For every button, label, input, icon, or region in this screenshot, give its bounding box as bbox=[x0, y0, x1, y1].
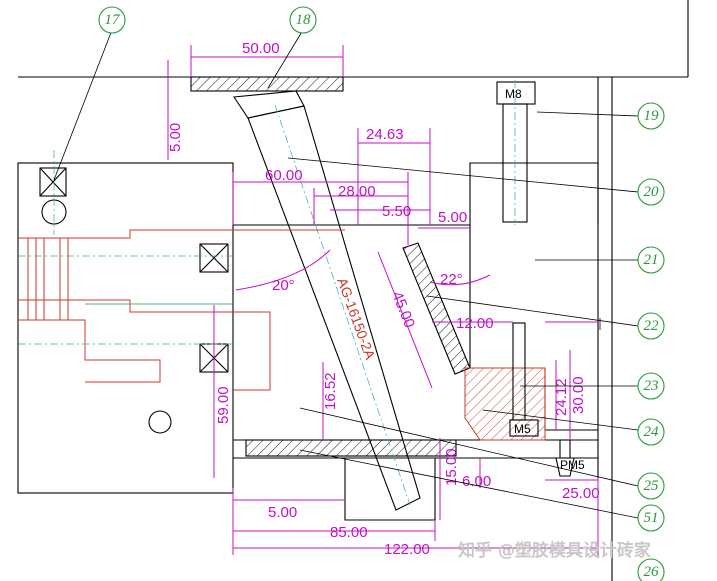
dim-total-122: 122.00 bbox=[384, 541, 430, 558]
bottom-wear-plate bbox=[245, 439, 457, 457]
dim-plate-width: 50.00 bbox=[242, 40, 280, 57]
mold-plates bbox=[17, 0, 689, 581]
left-ejector-parts bbox=[18, 150, 345, 434]
dim-slide-height: 59.00 bbox=[215, 386, 232, 424]
dim-bottom-left: 5.00 bbox=[268, 504, 297, 521]
dim-wedge-len: 45.00 bbox=[388, 289, 418, 330]
dim-right-offset: 25.00 bbox=[562, 485, 600, 502]
rod-code-label: AG-16150-2A bbox=[334, 276, 379, 363]
dim-pin-rise: 16.52 bbox=[322, 372, 339, 410]
balloon-20: 20 bbox=[644, 184, 660, 200]
m8-screw: M8 bbox=[496, 80, 536, 225]
dimension-lines bbox=[167, 45, 599, 558]
dim-plate-height: 5.00 bbox=[167, 123, 184, 152]
dim-heel-height: 30.00 bbox=[570, 376, 587, 414]
dim-angle-pin: 20° bbox=[272, 277, 295, 294]
dim-wedge-gap: 5.00 bbox=[438, 209, 467, 226]
dim-bottom-small: 6.00 bbox=[462, 473, 491, 490]
balloon-23: 23 bbox=[644, 378, 659, 394]
balloon-51: 51 bbox=[644, 510, 659, 526]
dim-pin-mid: 28.00 bbox=[338, 183, 376, 200]
locking-wedge bbox=[402, 242, 471, 375]
heel-block: M5 bbox=[464, 322, 546, 441]
balloon-25: 25 bbox=[644, 478, 660, 494]
top-clamp-plate bbox=[190, 76, 344, 92]
pm5-label: PM5 bbox=[560, 458, 585, 472]
balloon-26: 26 bbox=[644, 564, 660, 580]
dim-total-85: 85.00 bbox=[330, 524, 368, 541]
balloon-24: 24 bbox=[644, 424, 660, 440]
dim-heel-small: 24.12 bbox=[553, 378, 570, 416]
balloon-19: 19 bbox=[644, 108, 660, 124]
dim-pin-small: 5.50 bbox=[382, 203, 411, 220]
dim-top-offset: 24.63 bbox=[366, 126, 404, 143]
dim-pin-span: 60.00 bbox=[265, 167, 303, 184]
m5-label: M5 bbox=[514, 422, 531, 436]
m8-label: M8 bbox=[505, 87, 522, 101]
dimension-texts: 50.00 5.00 24.63 60.00 28.00 5.50 5.00 2… bbox=[167, 40, 600, 558]
balloon-17: 17 bbox=[105, 12, 122, 28]
leader-lines bbox=[53, 29, 639, 519]
dim-bottom-rise: 15.00 bbox=[443, 448, 460, 486]
pm5-pin: PM5 bbox=[555, 439, 585, 477]
balloon-21: 21 bbox=[644, 252, 659, 268]
dim-wedge-pad: 12.00 bbox=[456, 315, 494, 332]
balloon-22: 22 bbox=[644, 318, 660, 334]
balloon-18: 18 bbox=[296, 12, 312, 28]
watermark: 知乎 @塑胶模具设计砖家 bbox=[457, 540, 651, 561]
item-balloons: 17 18 19 20 21 22 23 24 25 51 26 bbox=[98, 6, 665, 581]
dim-angle-wedge: 22° bbox=[440, 271, 463, 288]
